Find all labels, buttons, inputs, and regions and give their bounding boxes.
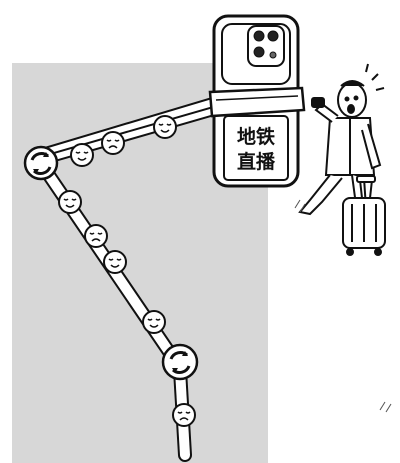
ground-hatching [294,199,392,413]
smiley-face-icon [153,115,177,139]
phone-banner-line1: 地铁 [237,125,275,148]
rolling-suitcase [342,175,386,256]
smiley-face-icon [101,131,125,155]
smartphone [208,14,306,188]
rotation-joint-lower [161,343,199,381]
smiley-face-icon [84,224,108,248]
smiley-face-icon [70,143,94,167]
startled-commuter [298,63,385,216]
phone-banner-line2: 直播 [237,150,276,173]
rotation-joint-upper [23,145,59,181]
smiley-face-icon [172,403,196,427]
smiley-face-icon [103,250,127,274]
camera-lens-icon [253,30,279,59]
smiley-face-icon [142,310,166,334]
smiley-face-icon [58,190,82,214]
